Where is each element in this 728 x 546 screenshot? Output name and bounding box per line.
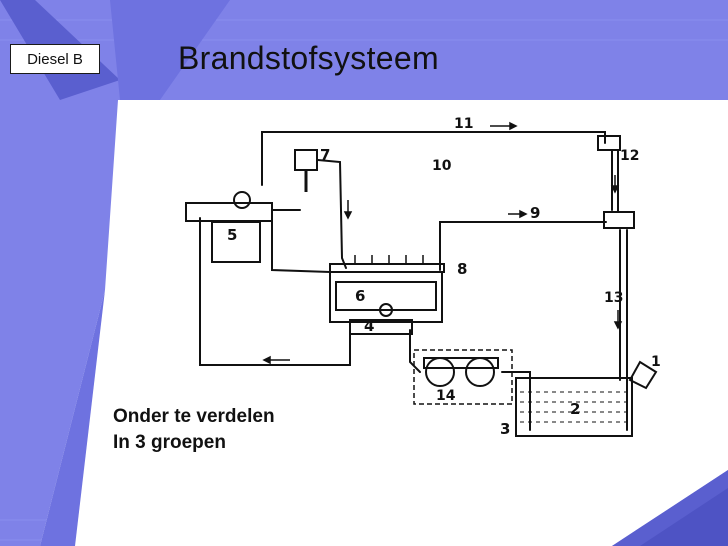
section-badge: Diesel B <box>10 44 100 74</box>
label-7: 7 <box>320 146 330 164</box>
subtitle-line-2: In 3 groepen <box>113 432 226 453</box>
label-4: 4 <box>364 317 374 335</box>
label-14: 14 <box>436 388 456 404</box>
slide-title: Brandstofsysteem <box>178 40 439 76</box>
label-9: 9 <box>530 204 540 222</box>
label-12: 12 <box>620 148 639 164</box>
label-2: 2 <box>570 400 580 418</box>
subtitle-line-1: Onder te verdelen <box>113 406 275 427</box>
label-6: 6 <box>355 287 365 305</box>
label-1: 1 <box>651 354 661 370</box>
label-10: 10 <box>432 158 452 174</box>
label-3: 3 <box>500 420 510 438</box>
label-13: 13 <box>604 290 623 306</box>
label-11: 11 <box>454 116 473 132</box>
slide-subtitle: Onder te verdelen In 3 groepen <box>113 404 275 456</box>
label-8: 8 <box>457 260 467 278</box>
label-5: 5 <box>227 226 237 244</box>
